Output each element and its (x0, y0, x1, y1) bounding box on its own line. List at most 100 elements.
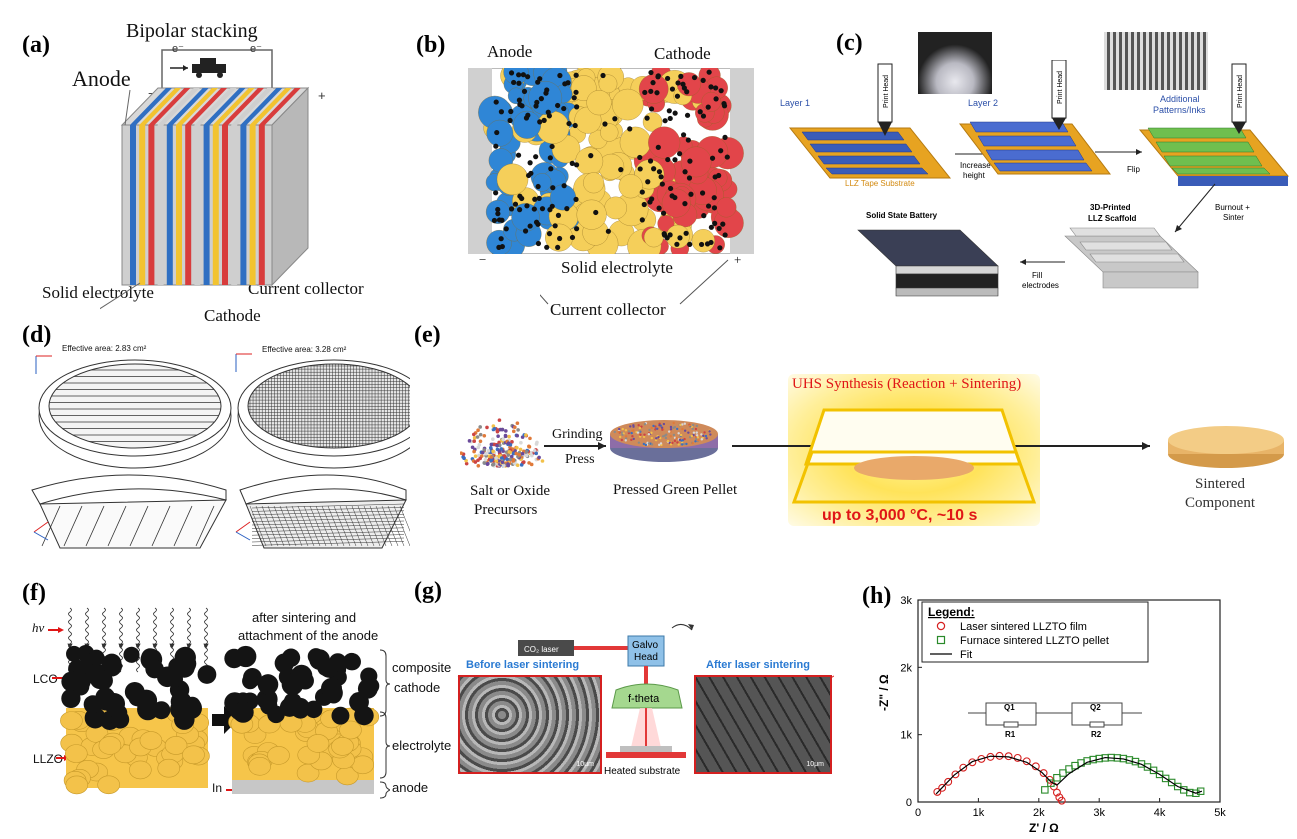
salt-oxide-label: Salt or Oxide (470, 483, 550, 499)
furnace-data-point (1053, 774, 1061, 782)
x-tick-label: 2k (1033, 807, 1045, 819)
b-cathode-label: Cathode (654, 44, 711, 63)
sinter-label: Sinter (1223, 213, 1244, 222)
panel-e-label: (e) (414, 322, 441, 348)
electrolyte-layer-label: electrolyte (392, 738, 452, 753)
current-collector-label: Current collector (248, 279, 364, 298)
after-sintering-line2: attachment of the anode (238, 628, 379, 643)
bipolar-stacking-title: Bipolar stacking (126, 20, 258, 42)
panel-f-label: (f) (22, 580, 46, 606)
panel-g-label: (g) (414, 578, 442, 604)
cathode-label: Cathode (204, 306, 261, 325)
galvo-label-2: Head (634, 652, 658, 663)
layer2-label: Layer 2 (968, 98, 998, 108)
substrate-label: LLZ Tape Substrate (845, 179, 915, 188)
scaffold-label-1: 3D-Printed (1090, 203, 1131, 212)
after-laser-label: After laser sintering (706, 659, 810, 671)
print-head-2-label: Print Head (1057, 71, 1064, 104)
printing-process-diagram: Layer 1 LLZ Tape Substrate Print Head In… (780, 60, 1290, 297)
lco-label: LCO (33, 672, 58, 686)
legend-square-swatch (936, 635, 946, 645)
scaffold-label-2: LLZ Scaffold (1088, 214, 1137, 223)
effective-area-2: Effective area: 3.28 cm² (262, 345, 347, 354)
effective-area-1: Effective area: 2.83 cm² (62, 344, 147, 353)
legend-entry: Fit (960, 649, 972, 661)
electron-right-label: e⁻ (250, 43, 262, 55)
laser-sintering-diagram (48, 607, 390, 799)
furnace-data-point (1149, 766, 1158, 775)
fill-label-2: electrodes (1022, 281, 1059, 290)
laser-data-point (944, 777, 953, 786)
green-pellet-label: Pressed Green Pellet (613, 482, 738, 498)
grinding-label: Grinding (552, 427, 603, 442)
laser-data-point (938, 783, 947, 792)
minus-sign: − (148, 86, 156, 101)
laser-data-point (959, 763, 968, 772)
furnace-data-point (1196, 787, 1205, 795)
y-tick-label: 0 (906, 797, 912, 809)
car-icon (170, 58, 226, 78)
battery-stack-diagram: e⁻ e⁻ − + (100, 43, 326, 310)
legend-entry: Laser sintered LLZTO film (960, 621, 1087, 633)
laser-setup-diagram: CO₂ laser Galvo Head f-theta Heated subs… (457, 624, 834, 777)
x-axis-label: Z' / Ω (1029, 821, 1059, 835)
y-tick-label: 2k (900, 662, 912, 674)
legend-circle-swatch (936, 621, 946, 631)
furnace-data-point (1192, 789, 1200, 797)
laser-data-point (1039, 769, 1048, 777)
press-label: Press (565, 452, 595, 467)
print-head-1-label: Print Head (883, 75, 890, 108)
b-solid-electrolyte-label: Solid electrolyte (561, 258, 673, 277)
x-tick-label: 0 (915, 807, 921, 819)
plus-sign: + (318, 88, 326, 103)
x-tick-label: 1k (973, 807, 985, 819)
laser-data-point (933, 787, 942, 796)
galvo-label-1: Galvo (632, 640, 659, 651)
y-tick-label: 1k (900, 730, 912, 742)
fill-label-1: Fill (1032, 271, 1042, 280)
component-label: Component (1185, 495, 1255, 511)
solid-state-battery-label: Solid State Battery (866, 211, 938, 220)
composite-label: composite (392, 660, 452, 675)
legend-entry: Furnace sintered LLZTO pellet (960, 635, 1109, 647)
panel-a-label: (a) (22, 32, 50, 58)
circuit-r1-label: R1 (1005, 730, 1016, 739)
laser-data-point (977, 754, 986, 763)
laser-data-point (968, 758, 977, 767)
furnace-data-point (1059, 769, 1067, 777)
legend-box (921, 601, 1149, 663)
anode-layer-label: anode (392, 780, 429, 795)
cathode-layer-label: cathode (394, 680, 441, 695)
after-scale-bar: 10μm (806, 761, 824, 768)
legend-title: Legend: (928, 605, 975, 619)
laser-data-point (1057, 796, 1066, 805)
x-tick-label: 3k (1093, 807, 1105, 819)
co2-laser-label: CO₂ laser (524, 645, 559, 654)
furnace-data-point (1161, 774, 1170, 783)
uhs-title: UHS Synthesis (Reaction + Sintering) (792, 376, 1022, 392)
in-label: In (212, 781, 223, 795)
additional-label: Additional (1160, 94, 1200, 104)
printed-pattern-photo (1104, 32, 1208, 90)
x-tick-label: 4k (1154, 807, 1166, 819)
before-laser-label: Before laser sintering (466, 659, 580, 671)
electrode-pattern-diagram (31, 353, 410, 549)
patterns-label: Patterns/Inks (1153, 105, 1206, 115)
print-head-3-label: Print Head (1237, 75, 1244, 108)
panel-c-label: (c) (836, 30, 863, 56)
height-label: height (963, 171, 986, 180)
print-nozzle-photo (918, 32, 992, 94)
fit-line (935, 755, 1203, 795)
increase-label: Increase (960, 161, 991, 170)
uhs-process-diagram: up to 3,000 °C, ~10 s (460, 408, 1284, 524)
solid-electrolyte-label: Solid electrolyte (42, 283, 154, 302)
particle-cell-diagram (468, 68, 754, 254)
panel-h-label: (h) (862, 583, 892, 609)
b-plus-sign: + (734, 252, 742, 267)
after-sintering-line1: after sintering and (252, 610, 357, 625)
electron-left-label: e⁻ (172, 43, 184, 55)
furnace-data-point (1167, 778, 1176, 787)
layer1-label: Layer 1 (780, 98, 810, 108)
llzo-label: LLZO (33, 752, 64, 766)
sintered-label: Sintered (1195, 476, 1245, 492)
